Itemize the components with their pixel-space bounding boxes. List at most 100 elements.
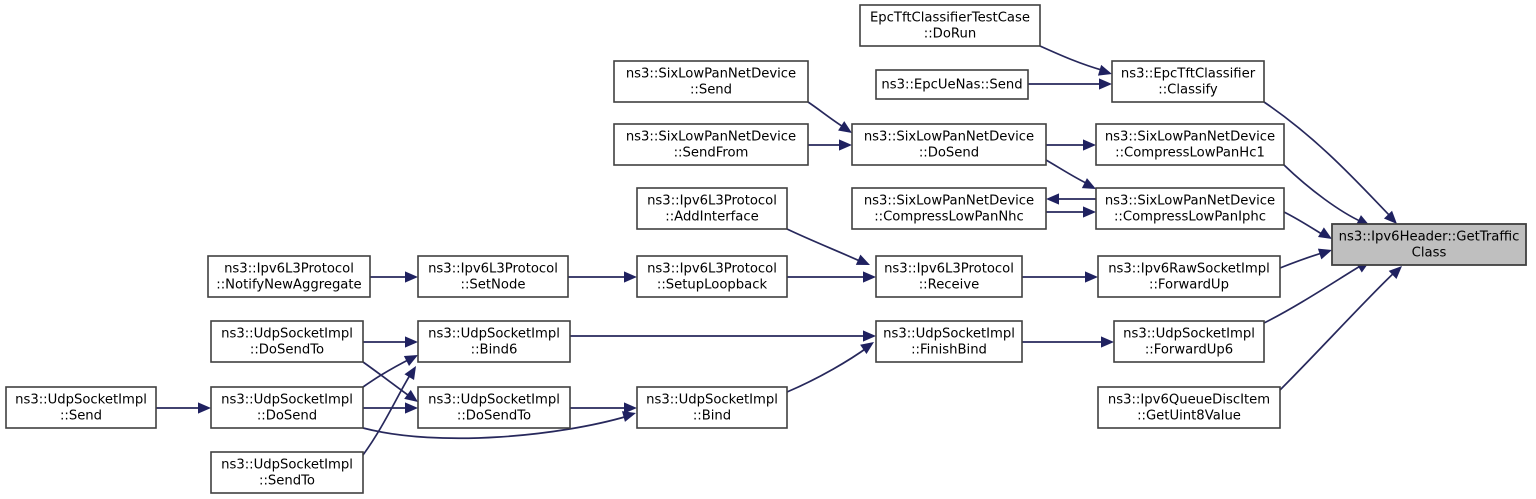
node-label-line1: ns3::Ipv6L3Protocol [884,262,1014,277]
call-edge [1046,206,1096,218]
node-box[interactable] [851,123,1047,166]
node-box[interactable] [613,123,809,166]
graph-node[interactable]: ns3::UdpSocketImpl::Bind6 [417,320,571,363]
node-label-line1: ns3::UdpSocketImpl [221,458,353,473]
graph-node[interactable]: ns3::SixLowPanNetDevice::CompressLowPanI… [1095,187,1285,230]
graph-node[interactable]: ns3::SixLowPanNetDevice::DoSend [851,123,1047,166]
node-label-line1: ns3::SixLowPanNetDevice [1105,194,1275,209]
call-edge [1283,164,1370,226]
arrowhead-icon [838,121,852,133]
graph-node[interactable]: ns3::UdpSocketImpl::DoSendTo [417,386,571,429]
graph-node[interactable]: ns3::UdpSocketImpl::Bind [636,386,788,429]
graph-node[interactable]: ns3::Ipv6L3Protocol::NotifyNewAggregate [207,255,371,298]
edges-layer [156,45,1402,456]
call-edge [1045,159,1096,189]
arrowhead-icon [1081,178,1096,189]
arrowhead-icon [1083,206,1096,218]
node-label-line1: EpcTftClassifierTestCase [870,11,1030,26]
graph-node[interactable]: ns3::EpcUeNas::Send [875,69,1029,100]
graph-node[interactable]: ns3::UdpSocketImpl::DoSendTo [210,320,364,363]
node-box[interactable] [851,187,1047,230]
graph-node[interactable]: ns3::Ipv6L3Protocol::SetupLoopback [636,255,788,298]
node-label-line2: ::Bind6 [471,343,518,358]
node-box[interactable] [207,255,371,298]
graph-node[interactable]: ns3::SixLowPanNetDevice::CompressLowPanN… [851,187,1047,230]
call-edge [570,402,637,414]
graph-node[interactable]: ns3::SixLowPanNetDevice::Send [613,60,809,103]
graph-node[interactable]: ns3::EpcTftClassifier::Classify [1111,60,1265,103]
call-edge [787,271,876,283]
call-edge [786,228,870,265]
node-box[interactable] [875,69,1029,100]
call-edge [1279,266,1402,391]
arrowhead-icon [863,330,876,342]
node-label-line2: ::SetupLoopback [657,278,768,293]
arrowhead-icon [1046,193,1059,205]
node-box[interactable] [210,386,364,429]
node-label-line2: ::DoSendTo [250,343,324,358]
node-box[interactable] [613,60,809,103]
arrowhead-icon [855,254,870,265]
node-box[interactable] [210,451,364,494]
graph-node[interactable]: ns3::SixLowPanNetDevice::SendFrom [613,123,809,166]
node-box[interactable] [636,386,788,429]
node-box[interactable] [210,320,364,363]
node-box[interactable] [417,320,571,363]
node-label-line1: ns3::EpcTftClassifier [1121,67,1256,82]
graph-node[interactable]: ns3::Ipv6RawSocketImpl::ForwardUp [1097,255,1281,298]
graph-node[interactable]: ns3::UdpSocketImpl::Send [5,386,157,429]
node-box[interactable] [1095,123,1285,166]
edge-line [1263,264,1363,324]
node-box[interactable] [1095,187,1285,230]
graph-node[interactable]: ns3::Ipv6L3Protocol::AddInterface [636,187,788,230]
node-box-highlighted[interactable] [1331,223,1527,266]
node-box[interactable] [1113,320,1265,363]
graph-node[interactable]: ns3::Ipv6L3Protocol::SetNode [417,255,569,298]
edge-line [362,371,413,456]
node-box[interactable] [1097,255,1281,298]
node-box[interactable] [875,320,1023,363]
graph-node[interactable]: EpcTftClassifierTestCase::DoRun [859,4,1041,47]
graph-node[interactable]: ns3::UdpSocketImpl::FinishBind [875,320,1023,363]
node-box[interactable] [859,4,1041,47]
graph-node[interactable]: ns3::SixLowPanNetDevice::CompressLowPanH… [1095,123,1285,166]
call-edge [1046,193,1096,205]
graph-node[interactable]: ns3::UdpSocketImpl::DoSend [210,386,364,429]
edge-line [362,361,413,399]
arrowhead-icon [1383,210,1397,224]
node-label-line2: ::FinishBind [911,343,987,358]
node-label-line2: ::Classify [1158,83,1218,98]
node-box[interactable] [636,187,788,230]
arrowhead-icon [1101,336,1114,348]
node-label-line2: ::SendTo [259,474,315,489]
node-label-line2: ::DoRun [924,27,976,42]
node-box[interactable] [417,255,569,298]
call-edge [1022,336,1114,348]
node-box[interactable] [636,255,788,298]
graph-node[interactable]: ns3::Ipv6L3Protocol::Receive [875,255,1023,298]
call-edge [808,139,852,151]
node-label-line1: ns3::SixLowPanNetDevice [864,130,1034,145]
node-label-line2: ::AddInterface [665,210,758,225]
node-label-line2: Class [1412,246,1447,261]
graph-node[interactable]: ns3::UdpSocketImpl::SendTo [210,451,364,494]
node-box[interactable] [875,255,1023,298]
graph-node[interactable]: ns3::Ipv6QueueDiscItem::GetUint8Value [1097,386,1281,429]
edge-line [1039,45,1106,72]
node-label-line1: ns3::UdpSocketImpl [15,393,147,408]
node-box[interactable] [1111,60,1265,103]
node-box[interactable] [1097,386,1281,429]
edge-line [1045,159,1091,186]
node-label-line2: ::ForwardUp [1149,278,1229,293]
arrowhead-icon [405,271,418,283]
node-label-line1: ns3::UdpSocketImpl [221,327,353,342]
call-edge [1028,78,1112,90]
call-edge [807,101,852,133]
node-label-line2: ::DoSend [919,146,979,161]
node-box[interactable] [417,386,571,429]
node-label-line1: ns3::Ipv6L3Protocol [647,262,777,277]
graph-node[interactable]: ns3::UdpSocketImpl::ForwardUp6 [1113,320,1265,363]
node-box[interactable] [5,386,157,429]
